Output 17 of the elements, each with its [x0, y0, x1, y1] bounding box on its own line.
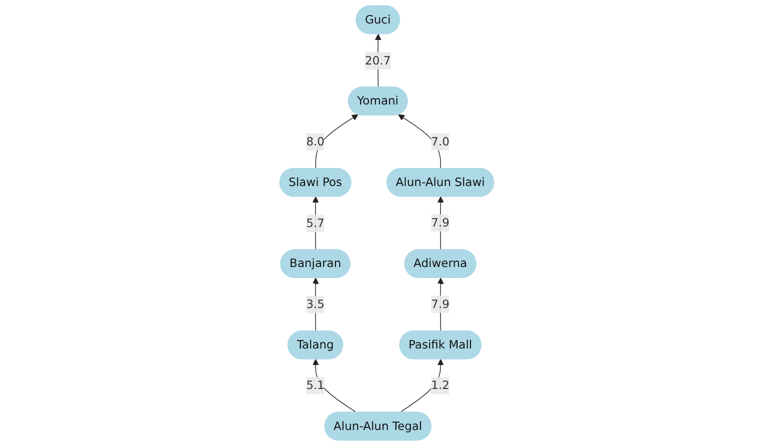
arrow: [437, 278, 444, 332]
edge-label: 5.7: [306, 216, 324, 230]
arrow: [312, 359, 357, 413]
edge-label: 3.5: [306, 297, 324, 312]
edge-label: 5.1: [306, 378, 324, 392]
edge-label: 7.9: [430, 297, 450, 311]
arrow: [437, 196, 444, 250]
edge-label: 1.2: [430, 378, 450, 392]
arrow: [312, 278, 319, 332]
arrow: [399, 359, 444, 413]
arrow: [398, 114, 441, 170]
arrow: [312, 196, 319, 250]
arrow: [315, 114, 358, 170]
edge-label: 20.7: [364, 54, 390, 68]
edge-label: 7.0: [430, 134, 450, 148]
edge-label: 7.9: [430, 216, 450, 230]
edge-label: 8.0: [306, 134, 324, 148]
